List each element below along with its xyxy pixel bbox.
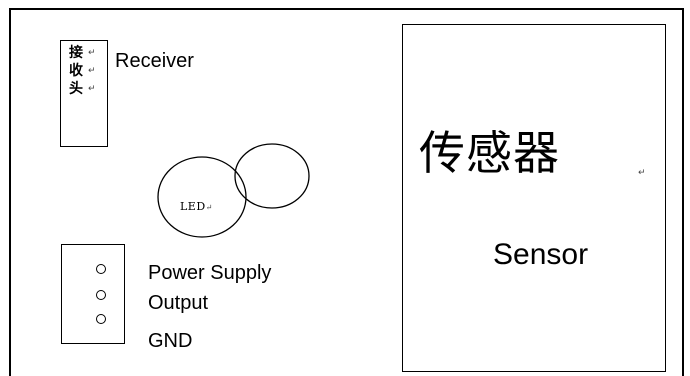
sensor-chinese-label: 传感器	[419, 126, 560, 180]
led-circle-small	[234, 143, 310, 209]
pin-output-icon	[96, 290, 106, 300]
receiver-char-1: 接	[69, 45, 83, 61]
sensor-label: Sensor	[493, 238, 589, 271]
pin-power-icon	[96, 264, 106, 274]
pin-label-gnd: GND	[148, 330, 193, 352]
return-mark-icon: ↵	[88, 66, 96, 76]
pin-label-output: Output	[148, 292, 209, 314]
led-circle-large	[157, 156, 247, 238]
receiver-label: Receiver	[115, 50, 194, 72]
pin-gnd-icon	[96, 314, 106, 324]
connector-box	[61, 244, 125, 344]
receiver-char-2: 收	[69, 63, 83, 79]
return-mark-icon: ↵	[638, 168, 646, 178]
pin-label-power-supply: Power Supply	[148, 262, 272, 284]
return-mark-icon: ↵	[205, 203, 213, 212]
led-text: LED	[180, 200, 206, 213]
board-outline	[9, 8, 684, 376]
led-label: LED↵	[180, 200, 213, 213]
sensor-box	[402, 24, 666, 372]
receiver-char-3: 头	[69, 81, 83, 97]
return-mark-icon: ↵	[88, 84, 96, 94]
return-mark-icon: ↵	[88, 48, 96, 58]
receiver-chinese-label: 接 收 头	[66, 44, 86, 98]
receiver-box	[60, 40, 108, 147]
